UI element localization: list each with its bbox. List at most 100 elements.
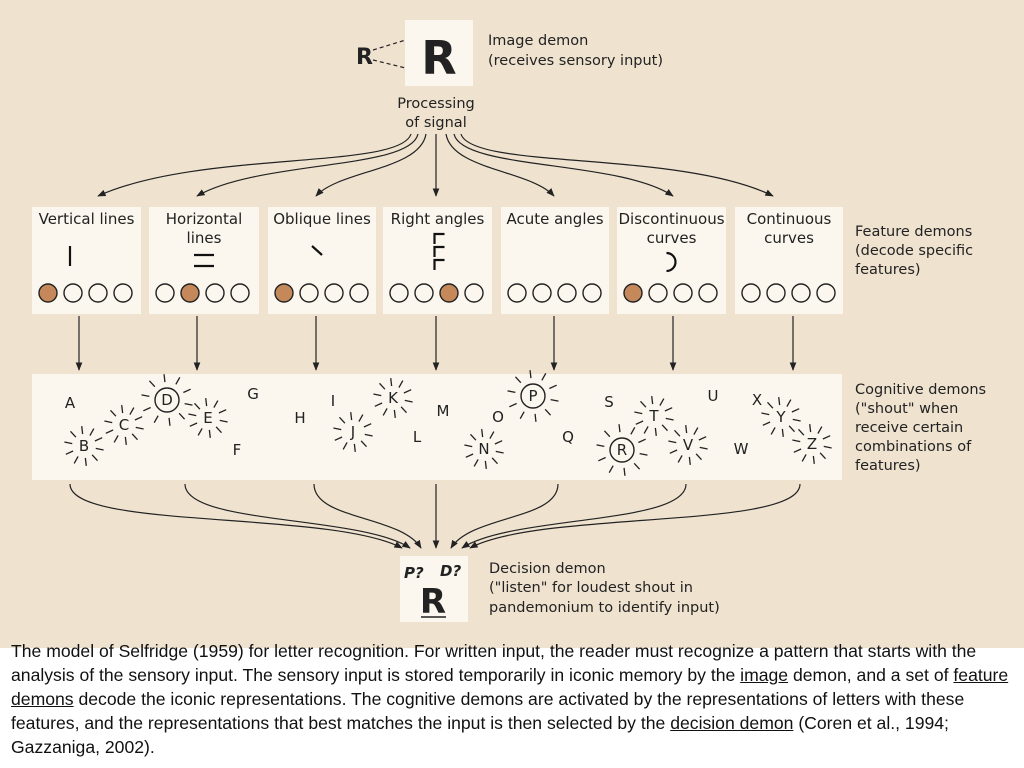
feature-indicator-circle — [324, 283, 344, 303]
letter-label: E — [203, 409, 212, 427]
letter-demon: M — [437, 402, 450, 420]
feature-indicator-circle — [673, 283, 693, 303]
feature-title: Oblique lines — [273, 210, 371, 228]
decision-demon-label: Decision demon — [489, 561, 606, 577]
letter-demon: P — [507, 370, 559, 422]
letter-demon: K — [373, 378, 413, 418]
letter-label: I — [331, 392, 335, 410]
processing-label-2: of signal — [405, 115, 466, 131]
feature-indicator-circle — [299, 283, 319, 303]
feature-indicator-circle — [582, 283, 602, 303]
highlight-circle — [609, 437, 635, 463]
feature-to-cognitive-arrows — [75, 316, 797, 371]
feature-indicator-circle — [557, 283, 577, 303]
letter-label: N — [478, 440, 489, 458]
letter-demon: R — [596, 424, 648, 476]
cognitive-demons-sublabel-1: ("shout" when — [855, 401, 958, 417]
pandemonium-diagram: R R Image demon (receives sensory input)… — [32, 20, 986, 622]
letter-demon: G — [247, 385, 259, 403]
cognitive-demons-box — [32, 374, 842, 480]
letter-demon: V — [668, 425, 708, 465]
letter-label: O — [492, 408, 504, 426]
feature-title: Continuous — [747, 210, 832, 228]
image-demon-box — [405, 20, 473, 86]
letter-demon: S — [604, 393, 614, 411]
diagram-area: R R Image demon (receives sensory input)… — [0, 0, 1024, 648]
feature-indicator-circle — [180, 283, 200, 303]
feature-indicator-circle — [274, 283, 294, 303]
decision-demon-sublabel-1: ("listen" for loudest shout in — [489, 580, 693, 596]
caption-part-2: demon, and a set of — [788, 665, 954, 685]
feature-box: Right angles — [383, 207, 492, 314]
image-demon: R R Image demon (receives sensory input) — [356, 20, 663, 86]
letter-label: A — [65, 394, 76, 412]
letter-label: P — [528, 387, 537, 405]
feature-title-2: curves — [647, 229, 697, 247]
letter-label: B — [79, 437, 89, 455]
feature-glyph-icon — [311, 245, 323, 256]
letter-label: V — [683, 436, 694, 454]
letter-demon: H — [294, 409, 305, 427]
decision-demon-link[interactable]: decision demon — [670, 713, 794, 733]
letter-demon: X — [752, 391, 762, 409]
shout-rays-icon — [141, 374, 193, 426]
letter-demon: B — [64, 426, 104, 466]
feature-indicator-circle — [698, 283, 718, 303]
feature-indicator-circle — [623, 283, 643, 303]
caption-part-3: decode the iconic representations. The c… — [11, 689, 965, 733]
highlight-circle — [520, 383, 546, 409]
caption-part-4: (Coren et al., 1994; Gazzaniga, 2002). — [11, 713, 949, 757]
feature-indicator-circle — [791, 283, 811, 303]
image-demon-sublabel: (receives sensory input) — [488, 53, 663, 69]
image-demon-link[interactable]: image — [740, 665, 789, 685]
processing-label: Processing — [397, 96, 474, 112]
shout-rays-icon — [373, 378, 413, 418]
highlight-circle — [154, 387, 180, 413]
letter-label: H — [294, 409, 305, 427]
letter-label: T — [648, 407, 659, 425]
caption-part-1: The model of Selfridge (1959) for letter… — [11, 641, 977, 685]
letter-demon: U — [708, 387, 719, 405]
letter-label: S — [604, 393, 614, 411]
feature-indicator-circle — [816, 283, 836, 303]
shout-rays-icon — [596, 424, 648, 476]
letter-demon: L — [413, 428, 422, 446]
decision-letter: R — [420, 582, 446, 622]
decision-demon-box — [400, 556, 468, 622]
feature-indicator-circle — [741, 283, 761, 303]
feature-indicator-circle — [648, 283, 668, 303]
feature-indicator-circle — [532, 283, 552, 303]
shout-rays-icon — [333, 412, 373, 452]
shout-rays-icon — [64, 426, 104, 466]
letter-demon: D — [141, 374, 193, 426]
feature-demons-link[interactable]: feature demons — [11, 665, 1009, 709]
letter-label: Z — [807, 435, 817, 453]
feature-indicator-circle — [38, 283, 58, 303]
letter-demon: Q — [562, 428, 574, 446]
feature-title: Vertical lines — [39, 210, 135, 228]
letter-demon: O — [492, 408, 504, 426]
shout-rays-icon — [507, 370, 559, 422]
feature-indicator-circle — [113, 283, 133, 303]
feature-indicator-circle — [389, 283, 409, 303]
letter-label: R — [617, 441, 627, 459]
letter-label: F — [233, 441, 242, 459]
letter-demon: Y — [761, 397, 801, 437]
feature-indicator-circle — [766, 283, 786, 303]
cognitive-demons-sublabel-2: receive certain — [855, 420, 963, 436]
feature-glyph-icon — [433, 232, 445, 270]
letter-label: W — [734, 440, 749, 458]
feature-title: Horizontal — [166, 210, 243, 228]
letter-demon: T — [634, 396, 674, 436]
image-demon-letter: R — [421, 31, 456, 85]
letter-demon: Z — [792, 424, 832, 464]
feature-indicator-circle — [155, 283, 175, 303]
shout-rays-icon — [792, 424, 832, 464]
cognitive-demons-label: Cognitive demons — [855, 382, 986, 398]
letter-label: J — [350, 423, 355, 441]
